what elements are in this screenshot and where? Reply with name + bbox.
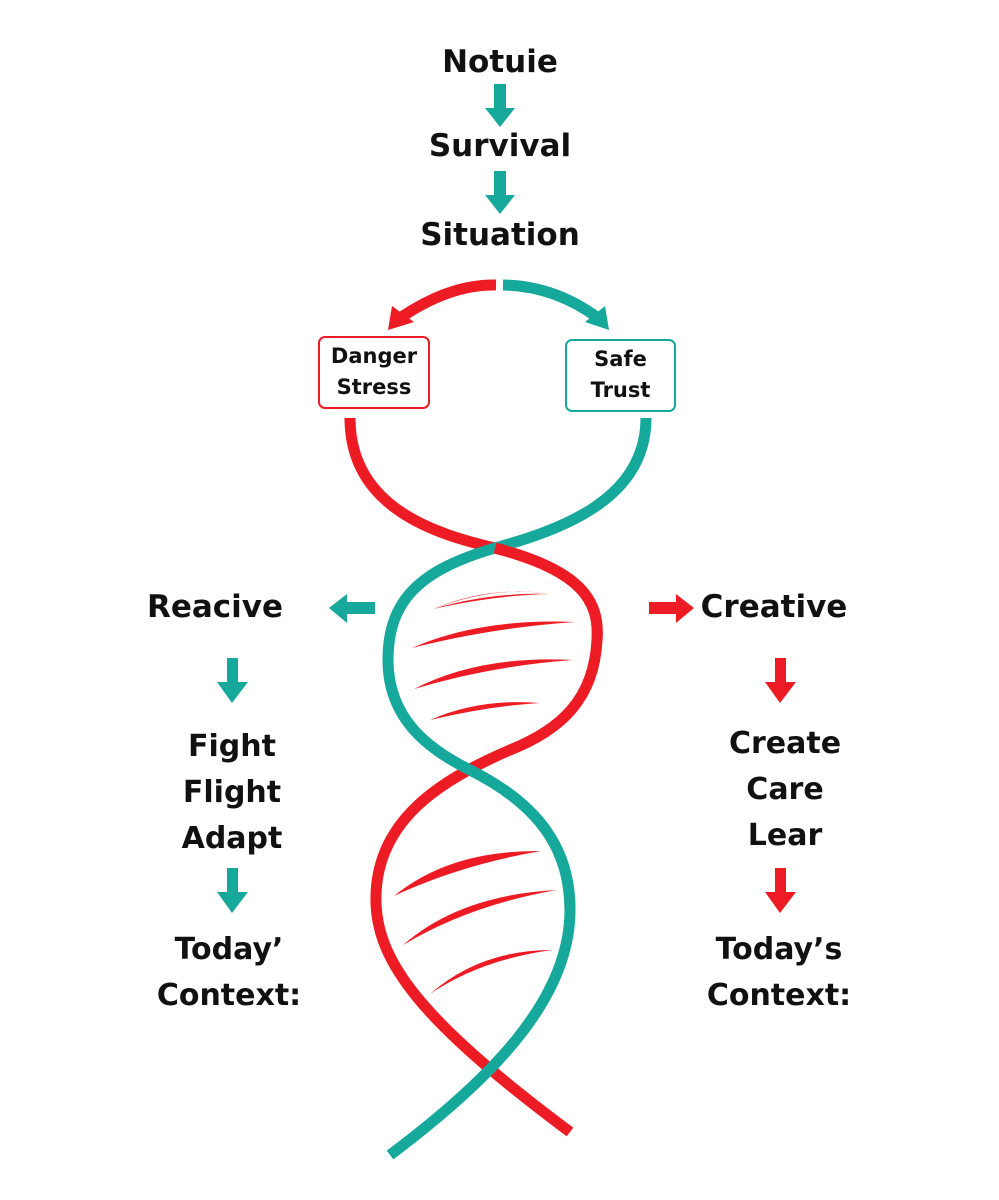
flow-step-situation: Situation (420, 217, 580, 253)
context-line-2: Context: (156, 978, 302, 1013)
arrow-down-icon (765, 868, 796, 913)
response-flight: Flight (182, 775, 282, 810)
helix-rung (430, 950, 552, 994)
safe-trust-box: Safe Trust (565, 339, 676, 412)
context-line-2: Context: (706, 978, 852, 1013)
danger-stress-box: Danger Stress (318, 336, 430, 409)
arrow-down-icon (765, 658, 796, 703)
helix-rung (414, 659, 573, 689)
response-learn: Lear (747, 818, 823, 853)
helix-rung (394, 850, 541, 896)
arrow-down-icon (485, 84, 515, 127)
reactive-context: Today’ Context: (157, 927, 301, 1019)
arrow-curved-safe-icon (502, 279, 609, 330)
arrow-down-icon (485, 171, 515, 214)
arrow-right-icon (649, 594, 694, 623)
reactive-title: Reacive (146, 589, 284, 625)
response-create: Create (728, 726, 842, 761)
creative-responses: Create Care Lear (729, 721, 841, 859)
response-adapt: Adapt (181, 821, 283, 856)
flow-step-notuie: Notuie (442, 44, 558, 80)
dna-helix-icon (344, 417, 652, 1160)
arrow-curved-danger-icon (388, 279, 497, 330)
arrow-left-icon (329, 594, 375, 623)
stress-label: Stress (336, 375, 412, 399)
helix-rungs (394, 591, 575, 994)
flow-step-survival: Survival (428, 128, 572, 164)
helix-rung (412, 621, 575, 648)
arrow-down-icon (217, 868, 248, 913)
context-line-1: Today’s (715, 932, 843, 967)
creative-context: Today’s Context: (707, 927, 851, 1019)
safe-label: Safe (594, 347, 647, 371)
helix-rung (430, 702, 540, 720)
helix-rung (403, 890, 557, 945)
danger-label: Danger (330, 344, 418, 368)
trust-label: Trust (590, 378, 651, 402)
response-care: Care (746, 772, 824, 807)
context-line-1: Today’ (174, 932, 284, 967)
response-fight: Fight (188, 729, 276, 764)
creative-title: Creative (700, 589, 848, 625)
helix-rung (433, 591, 550, 609)
arrow-down-icon (217, 658, 248, 703)
reactive-responses: Fight Flight Adapt (182, 724, 283, 862)
